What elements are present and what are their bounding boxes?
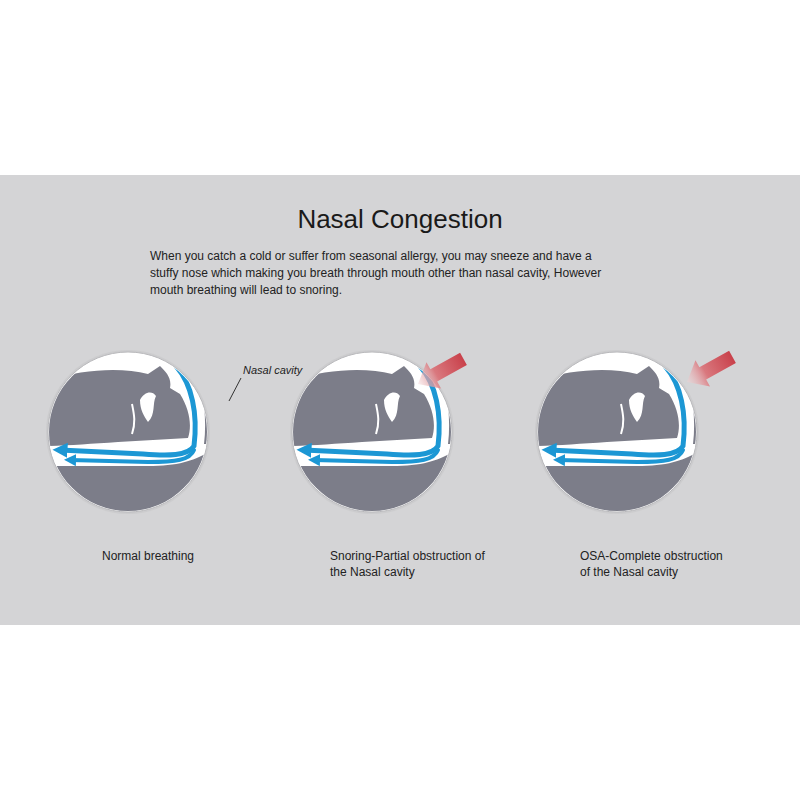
circle-caption: Normal breathing — [102, 548, 262, 564]
diagram-title: Nasal Congestion — [0, 203, 800, 235]
illustration-circle: Snoring-Partial obstruction of the Nasal… — [292, 352, 452, 512]
circle-caption: Snoring-Partial obstruction of the Nasal… — [330, 548, 488, 580]
airway-illustration — [48, 352, 208, 512]
obstruction-arrow — [680, 344, 740, 395]
obstruction-arrow — [411, 346, 471, 397]
airway-illustration — [292, 352, 452, 512]
description-text: When you catch a cold or suffer from sea… — [150, 248, 620, 299]
illustration-circle: Normal breathing — [48, 352, 208, 512]
illustration-circle: OSA-Complete obstruction of the Nasal ca… — [537, 352, 697, 512]
callout-label: Nasal cavity — [243, 363, 302, 377]
airway-illustration — [537, 352, 697, 512]
circle-caption: OSA-Complete obstruction of the Nasal ca… — [580, 548, 730, 580]
leader-line — [229, 378, 241, 401]
